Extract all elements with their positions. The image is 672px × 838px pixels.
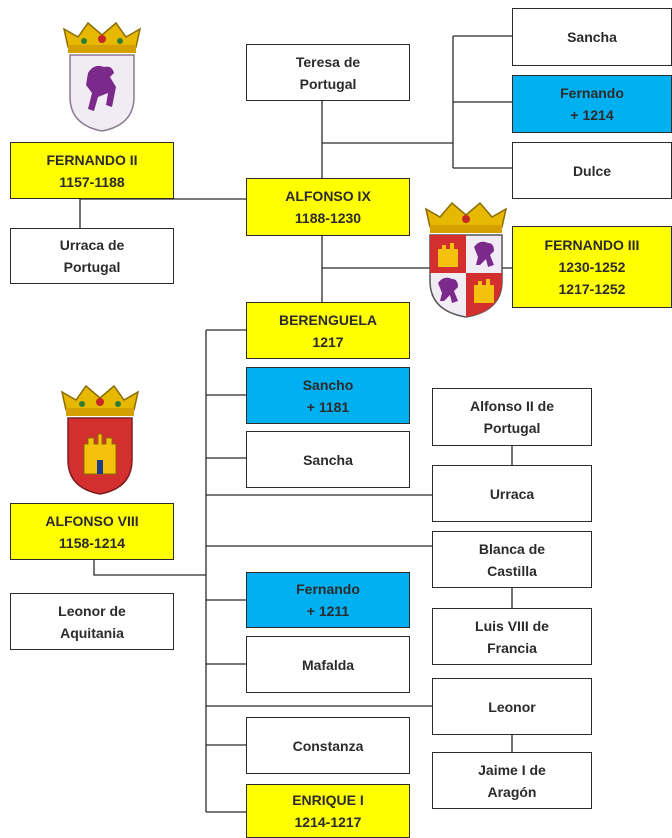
connector-children-branches: [206, 329, 432, 813]
person-dulce: Dulce: [512, 142, 672, 199]
person-fernando-iii: FERNANDO III 1230-1252 1217-1252: [512, 226, 672, 308]
person-leonor-de-aquitania: Leonor de Aquitania: [10, 593, 174, 650]
person-luis-viii-de-francia: Luis VIII de Francia: [432, 608, 592, 665]
person-sancho-1181: Sancho + 1181: [246, 367, 410, 424]
castile-coat-of-arms-icon: [60, 384, 140, 495]
person-mafalda: Mafalda: [246, 636, 410, 693]
person-alfonso-ix: ALFONSO IX 1188-1230: [246, 178, 410, 236]
person-urraca-de-portugal: Urraca de Portugal: [10, 228, 174, 284]
connector-alfonso-viii-trunk: [93, 330, 207, 812]
person-urraca: Urraca: [432, 465, 592, 522]
leon-coat-of-arms-icon: [62, 21, 142, 132]
person-alfonso-ii-de-portugal: Alfonso II de Portugal: [432, 388, 592, 446]
person-fernando-1214: Fernando + 1214: [512, 75, 672, 133]
person-blanca-de-castilla: Blanca de Castilla: [432, 531, 592, 588]
person-fernando-1211: Fernando + 1211: [246, 572, 410, 628]
connector-alfonso-children-trunk: [322, 35, 512, 169]
person-sancha-mid: Sancha: [246, 431, 410, 488]
castile-leon-coat-of-arms-icon: [424, 201, 508, 318]
person-constanza: Constanza: [246, 717, 410, 774]
person-fernando-ii: FERNANDO II 1157-1188: [10, 142, 174, 199]
person-jaime-i-de-aragon: Jaime I de Aragón: [432, 752, 592, 809]
connector-fernando-ii-alfonso: [79, 198, 246, 228]
person-enrique-i: ENRIQUE I 1214-1217: [246, 784, 410, 838]
person-alfonso-viii: ALFONSO VIII 1158-1214: [10, 503, 174, 560]
person-sancha-top: Sancha: [512, 8, 672, 66]
person-leonor: Leonor: [432, 678, 592, 735]
person-berenguela: BERENGUELA 1217: [246, 302, 410, 359]
person-teresa-de-portugal: Teresa de Portugal: [246, 44, 410, 101]
